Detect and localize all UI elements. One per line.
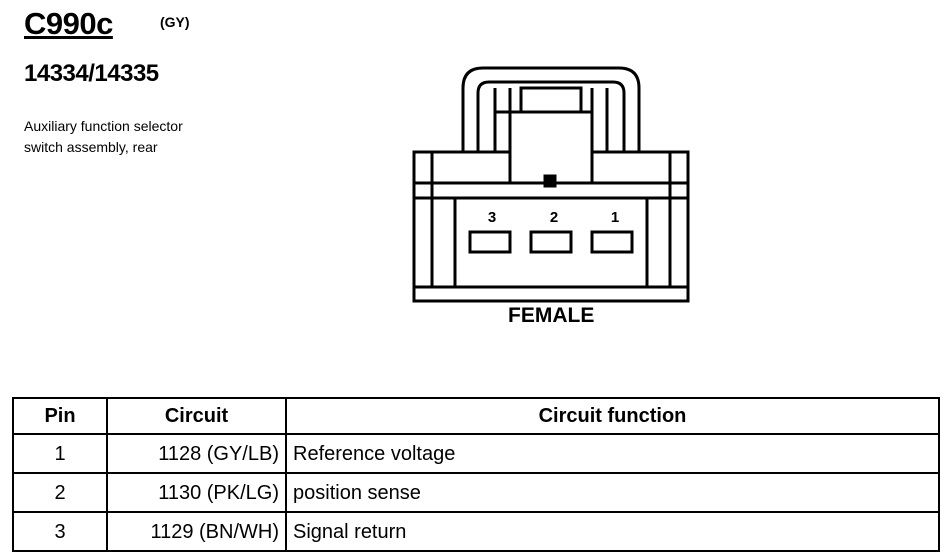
pin-cavity-1 (590, 230, 634, 254)
upper-shoulder-left (412, 150, 510, 183)
latch-outer (461, 66, 641, 152)
part-number: 14334/14335 (24, 60, 159, 87)
upper-shoulder-right (592, 150, 690, 183)
description-line-1: Auxiliary function selector (24, 118, 183, 134)
pinout-table: Pin Circuit Circuit function 1 1128 (GY/… (12, 397, 940, 552)
latch-inner (476, 80, 626, 152)
connector-color-code: (GY) (160, 14, 190, 30)
cell-circuit: 1130 (PK/LG) (106, 472, 287, 513)
connector-gender: FEMALE (508, 304, 595, 327)
table-row: 1 1128 (GY/LB) Reference voltage (12, 433, 940, 474)
cell-function: Signal return (285, 511, 940, 552)
pin-label-2: 2 (550, 209, 558, 226)
cell-pin: 1 (12, 433, 108, 474)
table-row: 2 1130 (PK/LG) position sense (12, 472, 940, 513)
connector-description: Auxiliary function selector switch assem… (24, 116, 254, 158)
pin-label-3: 3 (488, 209, 496, 226)
cell-function: Reference voltage (285, 433, 940, 474)
header-function: Circuit function (285, 397, 940, 435)
keying-mark (543, 174, 557, 188)
latch-center-bar (519, 86, 583, 114)
pin-label-1: 1 (611, 209, 619, 226)
description-line-2: switch assembly, rear (24, 139, 158, 155)
header-circuit: Circuit (106, 397, 287, 435)
cell-function: position sense (285, 472, 940, 513)
cell-pin: 2 (12, 472, 108, 513)
cell-pin: 3 (12, 511, 108, 552)
header-pin: Pin (12, 397, 108, 435)
pin-cavity-3 (468, 230, 512, 254)
connector-face-diagram: 3 2 1 (412, 66, 690, 303)
table-header-row: Pin Circuit Circuit function (12, 397, 940, 435)
table-row: 3 1129 (BN/WH) Signal return (12, 511, 940, 552)
connector-id: C990c (24, 6, 113, 41)
cell-circuit: 1129 (BN/WH) (106, 511, 287, 552)
latch-tower (495, 110, 594, 183)
cell-circuit: 1128 (GY/LB) (106, 433, 287, 474)
pin-cavity-2 (529, 230, 573, 254)
